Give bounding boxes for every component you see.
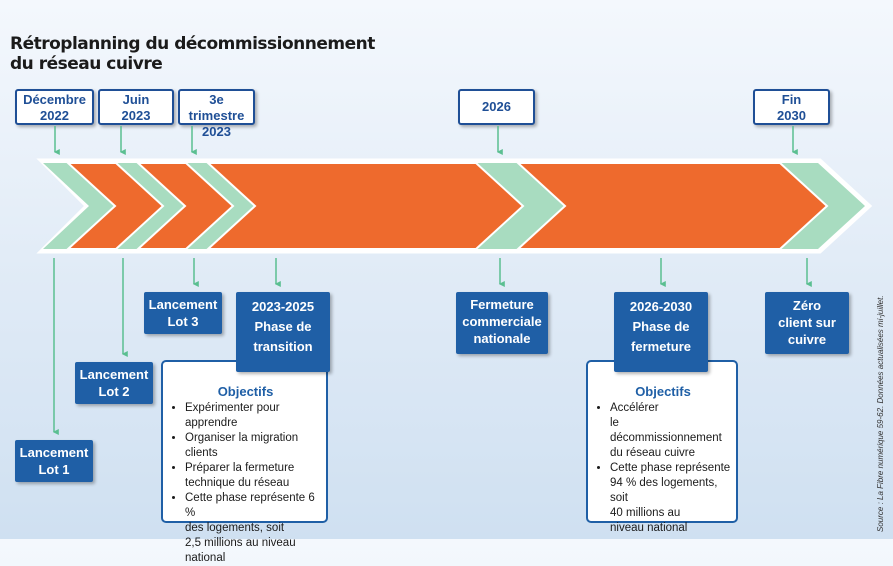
- objective-line: Accélérer: [610, 402, 659, 414]
- objective-line: technique du réseau: [185, 477, 290, 489]
- milestone-lot-2: Lancement Lot 2: [75, 362, 153, 404]
- objective-line: 2,5 millions au niveau national: [185, 537, 296, 564]
- milestone-line-2: client sur: [778, 315, 836, 330]
- objective-line: 40 millions au: [610, 507, 681, 519]
- objectives-title: Objectifs: [635, 384, 691, 399]
- title-line-2: du réseau cuivre: [10, 54, 163, 74]
- milestone-lot-1: Lancement Lot 1: [15, 440, 93, 482]
- date-label: Juin: [122, 92, 150, 107]
- milestone-label: Lancement: [19, 445, 89, 460]
- phase-name-line-2: transition: [253, 339, 313, 354]
- milestone-label: Lancement: [148, 297, 218, 312]
- milestone-zero-client: Zéro client sur cuivre: [765, 292, 849, 354]
- milestone-lot: Lot 3: [167, 314, 199, 329]
- date-box-q3-2023: 3e trimestre 2023: [178, 89, 255, 139]
- date-box-2026: 2026: [458, 89, 535, 125]
- source-note: Source : La Fibre numérique 59-62. Donné…: [876, 295, 885, 532]
- objectives-list: Accélérer le décommissionnement du réseau …: [594, 401, 732, 536]
- phase-fermeture-objectives: Objectifs Accélérer le décommissionnement…: [586, 360, 738, 534]
- date-box-end-2030: Fin 2030: [753, 89, 830, 125]
- milestone-lot: Lot 2: [98, 384, 130, 399]
- phase-name-line-1: Phase de: [632, 319, 690, 334]
- milestone-line-3: cuivre: [787, 332, 827, 347]
- objective-item: Accélérer le décommissionnement du réseau …: [610, 401, 732, 461]
- timeline-segment-3: [205, 162, 525, 250]
- date-year: 2022: [40, 108, 69, 123]
- timeline-segment-1: [65, 162, 165, 250]
- objective-item: Préparer la fermeture technique du réseau: [185, 461, 322, 491]
- objective-line: Cette phase représente: [610, 462, 731, 474]
- milestone-lot-3: Lancement Lot 3: [144, 292, 222, 334]
- objective-line: 94 % des logements, soit: [610, 477, 718, 504]
- phase-transition-header: 2023-2025 Phase de transition: [236, 292, 330, 372]
- timeline-segment-2: [135, 162, 235, 250]
- milestone-lot: Lot 1: [38, 462, 70, 477]
- objective-line: Organiser la migration clients: [185, 432, 299, 459]
- phase-years: 2023-2025: [251, 299, 315, 314]
- title-line-1: Rétroplanning du décommissionnement: [10, 34, 375, 54]
- timeline-segment-4: [515, 162, 829, 250]
- objective-line: des logements, soit: [185, 522, 285, 534]
- phase-fermeture-header: 2026-2030 Phase de fermeture: [614, 292, 708, 372]
- date-label: 3e trimestre: [188, 92, 245, 123]
- milestone-line-2: commerciale: [462, 314, 542, 329]
- phase-years: 2026-2030: [629, 299, 693, 314]
- objectives-list: Expérimenter pour apprendre Organiser la…: [169, 401, 322, 566]
- objective-line: du réseau cuivre: [610, 447, 696, 459]
- objective-item: Cette phase représente 94 % des logements…: [610, 461, 732, 536]
- phase-name-line-1: Phase de: [254, 319, 312, 334]
- date-year: 2030: [777, 108, 806, 123]
- date-label: 2026: [482, 99, 511, 114]
- objective-item: Cette phase représente 6 % des logements,…: [185, 491, 322, 566]
- date-year: 2023: [202, 124, 231, 139]
- milestone-label: Lancement: [79, 367, 149, 382]
- milestone-line-1: Zéro: [792, 298, 822, 313]
- date-label: Fin: [781, 92, 802, 107]
- objective-item: Organiser la migration clients: [185, 431, 322, 461]
- milestone-line-3: nationale: [473, 331, 531, 346]
- date-year: 2023: [121, 108, 151, 123]
- phase-transition-objectives: Objectifs Expérimenter pour apprendre Or…: [161, 360, 328, 564]
- date-label: Décembre: [23, 92, 86, 107]
- objective-line: Expérimenter pour apprendre: [185, 402, 280, 429]
- objective-line: le décommissionnement: [610, 417, 722, 444]
- objective-line: Cette phase représente 6 %: [185, 492, 315, 519]
- date-box-june-2023: Juin 2023: [98, 89, 174, 125]
- phase-name-line-2: fermeture: [631, 339, 691, 354]
- timeline-graphic: [36, 126, 873, 435]
- timeline-band: [36, 158, 873, 254]
- objective-line: niveau national: [610, 522, 688, 534]
- objective-line: Préparer la fermeture: [185, 462, 295, 474]
- milestone-fermeture-commerciale: Fermeture commerciale nationale: [456, 292, 548, 354]
- milestone-line-1: Fermeture: [470, 297, 534, 312]
- timeline-band-fill: [43, 163, 865, 249]
- objectives-title: Objectifs: [217, 384, 274, 399]
- date-box-december-2022: Décembre 2022: [15, 89, 94, 125]
- diagram-title: Rétroplanning du décommissionnement du r…: [10, 34, 375, 74]
- objective-item: Expérimenter pour apprendre: [185, 401, 322, 431]
